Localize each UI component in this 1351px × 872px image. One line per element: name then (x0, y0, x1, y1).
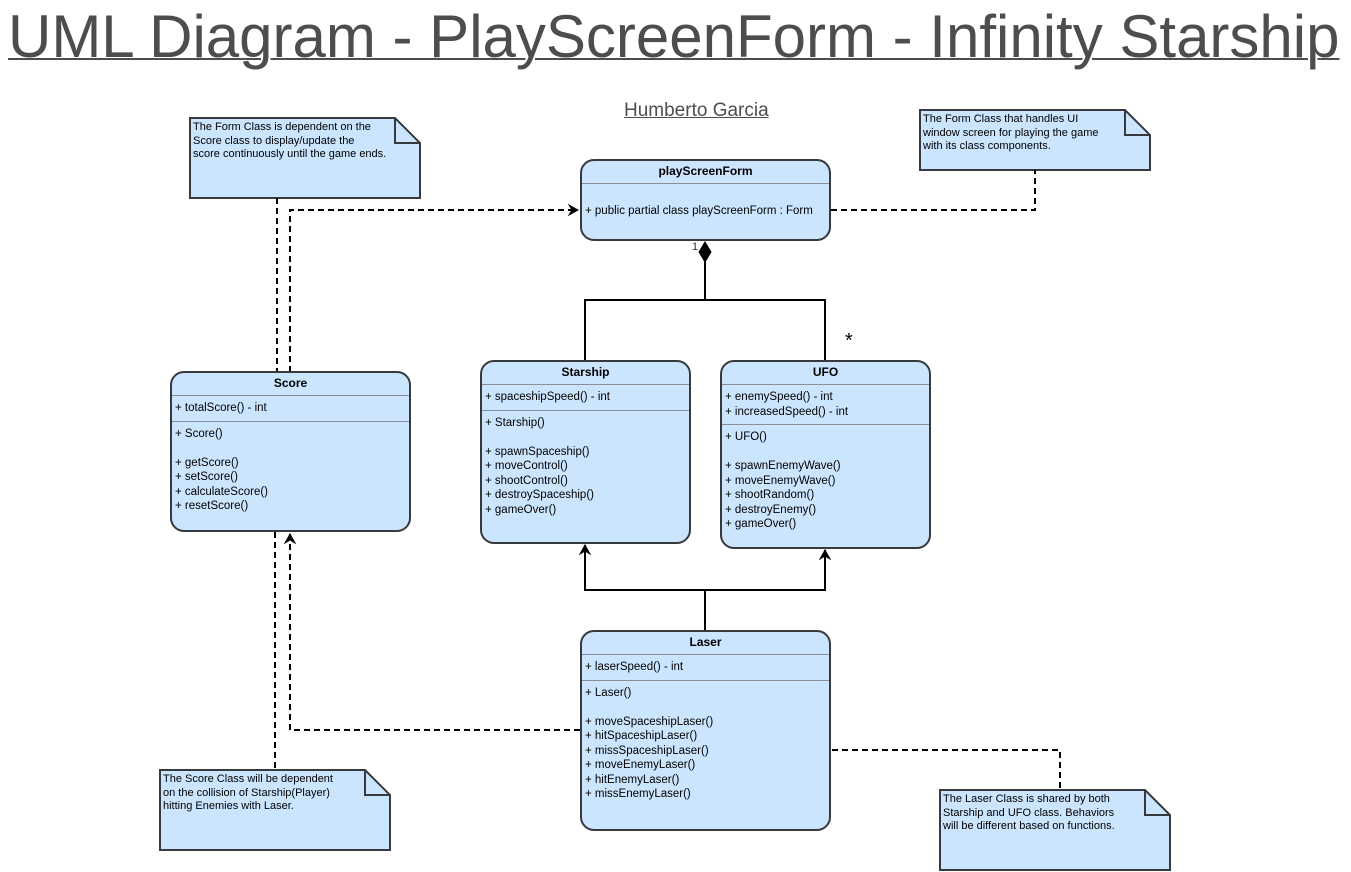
class-name: Score (273, 376, 308, 390)
attribute: + increasedSpeed() - int (725, 405, 849, 418)
note-score-collision-shape (159, 769, 391, 851)
divider (582, 183, 829, 184)
author-name: Humberto Garcia (624, 100, 769, 121)
note-line: hitting Enemies with Laser. (163, 800, 294, 812)
method: + missSpaceshipLaser() (585, 744, 709, 757)
method: + gameOver() (485, 503, 557, 516)
laser-to-starship-arrow (585, 545, 705, 591)
note-link-form-ui (831, 170, 1036, 211)
note-score-collision: The Score Class will be dependent on the… (161, 771, 366, 816)
note-line: Score class to display/update the (193, 134, 355, 147)
composition-diamond (698, 241, 712, 263)
method: + moveControl() (485, 460, 568, 472)
attributes-section: + laserSpeed() - int (582, 655, 829, 680)
attribute: + laserSpeed() - int (585, 661, 684, 673)
dependency-laser-to-score (290, 534, 580, 731)
method: + destroySpaceship() (485, 489, 594, 501)
attribute: + totalScore() - int (175, 402, 267, 414)
divider (582, 654, 829, 655)
method: + resetScore() (175, 500, 249, 512)
method: + Starship() (485, 416, 545, 429)
method: + destroyEnemy() (725, 503, 817, 516)
note-line: score continuously until the game ends. (193, 148, 387, 160)
divider (482, 384, 689, 385)
attributes-section: + totalScore() - int (172, 396, 409, 421)
methods-section: + Starship() + spawnSpaceship() + moveCo… (482, 411, 689, 523)
divider (172, 395, 409, 396)
method: + hitSpaceshipLaser() (585, 730, 698, 742)
divider (582, 679, 829, 681)
note-form-score: The Form Class is dependent on the Score… (191, 119, 396, 164)
methods-section: + Laser() + moveSpaceshipLaser() + hitSp… (582, 681, 829, 807)
method: + Score() (175, 427, 223, 440)
attribute: + public partial class playScreenForm : … (585, 205, 813, 217)
method: + shootControl() (485, 474, 568, 487)
class-starship[interactable]: Starship + spaceshipSpeed() - int + Star… (480, 360, 691, 544)
note-line: The Form Class that handles UI (923, 113, 1079, 125)
note-line: on the collision of Starship(Player) (163, 786, 330, 799)
methods-section: + UFO() + spawnEnemyWave() + moveEnemyWa… (722, 425, 929, 537)
method-spacer (585, 700, 826, 715)
class-name: Laser (689, 635, 722, 649)
multiplicity-one: 1 (692, 241, 699, 253)
method-spacer (725, 445, 926, 460)
method-spacer (175, 441, 406, 456)
method: + moveEnemyWave() (725, 474, 836, 487)
method-spacer (485, 430, 686, 445)
method: + Laser() (585, 686, 632, 699)
method: + getScore() (175, 456, 239, 469)
note-line: The Score Class will be dependent (163, 773, 333, 785)
note-line: with its class components. (923, 140, 1051, 152)
class-score[interactable]: Score + totalScore() - int + Score() + g… (170, 371, 411, 532)
methods-section: + Score() + getScore() + setScore() + ca… (172, 422, 409, 519)
method: + spawnEnemyWave() (725, 460, 841, 472)
method: + hitEnemyLaser() (585, 773, 680, 786)
divider (722, 384, 929, 385)
laser-to-ufo-arrow (705, 550, 825, 591)
class-laser[interactable]: Laser + laserSpeed() - int + Laser() + m… (580, 630, 831, 831)
note-laser-shared-shape (939, 789, 1171, 871)
method: + UFO() (725, 431, 767, 443)
attributes-section: + enemySpeed() - int + increasedSpeed() … (722, 385, 929, 424)
note-line: Starship and UFO class. Behaviors (943, 806, 1115, 819)
note-form-score-shape (189, 117, 421, 199)
class-name: UFO (812, 365, 839, 379)
divider (172, 420, 409, 422)
method: + gameOver() (725, 518, 797, 530)
method: + moveSpaceshipLaser() (585, 715, 714, 728)
divider (722, 424, 929, 425)
attribute: + enemySpeed() - int (725, 391, 833, 403)
note-line: The Form Class is dependent on the (193, 121, 371, 133)
method: + calculateScore() (175, 485, 268, 498)
class-name: playScreenForm (658, 164, 753, 178)
note-laser-shared: The Laser Class is shared by both Starsh… (941, 791, 1146, 836)
attribute: + spaceshipSpeed() - int (485, 391, 610, 403)
method: + spawnSpaceship() (485, 445, 590, 458)
note-line: window screen for playing the game (923, 126, 1099, 139)
method: + shootRandom() (725, 489, 815, 501)
divider (482, 409, 689, 411)
note-form-ui: The Form Class that handles UI window sc… (921, 111, 1126, 156)
note-link-laser-shared (832, 749, 1061, 790)
note-line: will be different based on functions. (943, 820, 1115, 832)
method: + missEnemyLaser() (585, 788, 691, 800)
class-ufo[interactable]: UFO + enemySpeed() - int + increasedSpee… (720, 360, 931, 549)
dependency-score-to-form (289, 210, 578, 372)
attributes-section: + public partial class playScreenForm : … (582, 184, 829, 224)
note-line: The Laser Class is shared by both (943, 793, 1110, 805)
method: + setScore() (175, 471, 238, 483)
multiplicity-many: * (845, 330, 853, 352)
class-play-screen-form[interactable]: playScreenForm + public partial class pl… (580, 159, 831, 241)
note-form-ui-shape (919, 109, 1151, 171)
method: + moveEnemyLaser() (585, 759, 696, 771)
diagram-title: UML Diagram - PlayScreenForm - Infinity … (8, 3, 1340, 70)
attributes-section: + spaceshipSpeed() - int (482, 385, 689, 410)
class-name: Starship (561, 365, 610, 379)
